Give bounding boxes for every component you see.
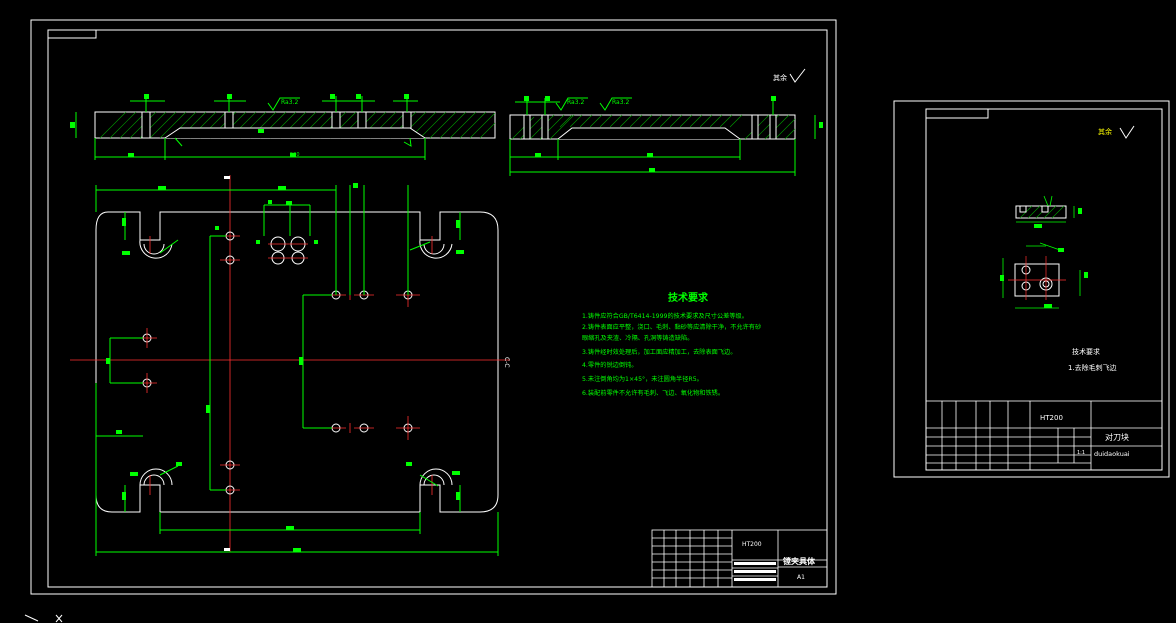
tech-note-5: 4.零件的锐边倒钝。	[582, 361, 637, 369]
small-scale: 1:1	[1077, 450, 1085, 456]
tech-note-4: 3.铸件经时效处理后，加工面应精加工，去除表面飞边。	[582, 348, 736, 356]
plan-hole-crosses	[137, 235, 420, 491]
main-material: HT200	[742, 541, 762, 548]
plan-dimension-lines	[95, 185, 499, 556]
small-material: HT200	[1040, 414, 1063, 422]
plan-view: C-C	[70, 175, 510, 556]
small-surface-label: 其余	[1098, 127, 1112, 136]
small-tech-note: 1.去除毛刺飞边	[1068, 363, 1117, 372]
section-mark-cc: C-C	[503, 357, 510, 368]
roughness-symbol-1	[267, 97, 300, 111]
roughness-label-1: Ra3.2	[281, 99, 298, 106]
plan-outline	[95, 211, 499, 513]
roughness-symbol-3	[403, 137, 412, 147]
section-side-holes	[523, 114, 777, 140]
main-scale: A1	[797, 574, 805, 581]
tech-note-1: 1.铸件应符合GB/T6414-1999的技术要求及尺寸公差等级。	[582, 312, 748, 320]
roughness-label-2: Ra3.2	[567, 99, 584, 106]
main-sheet-inner-frame	[47, 29, 828, 588]
small-sheet: 其余	[893, 100, 1170, 478]
section-view-side: Ra3.2 Ra3.2	[509, 96, 823, 176]
tech-note-3: 眼缩孔及夹渣、冷隔、孔洞等铸造缺陷。	[582, 334, 693, 342]
small-finish-check-icon	[1119, 125, 1135, 139]
tech-title: 技术要求	[668, 291, 709, 304]
ucs-icon	[24, 614, 63, 623]
section-side-hatch	[511, 114, 796, 140]
main-sheet: 其余	[30, 19, 837, 595]
surface-finish-mark: 其余	[773, 68, 806, 83]
main-part-name: 镗夹具体	[783, 556, 816, 566]
small-part-code: duidaokuai	[1094, 450, 1130, 458]
section-view-front: Ra3.2 500	[70, 94, 496, 160]
roughness-label-3: Ra3.2	[612, 99, 629, 106]
main-sheet-code-box	[47, 29, 97, 39]
small-sheet-border	[893, 100, 1170, 478]
section-front-dim-boxes	[70, 94, 409, 157]
main-sheet-border	[30, 19, 837, 595]
plan-white-markers	[224, 176, 230, 551]
section-side-recess	[557, 127, 741, 140]
tech-note-2: 2.铸件表面应平整，浇口、毛刺、黏砂等应清除干净，不允许有砂	[582, 323, 761, 331]
tech-note-6: 5.未注倒角均为1×45°，未注圆角半径R5。	[582, 375, 703, 383]
small-part-name: 对刀块	[1105, 432, 1129, 442]
section-side-dim-boxes	[524, 96, 823, 172]
surface-finish-label: 其余	[773, 73, 787, 82]
small-title-block	[925, 400, 1163, 471]
small-sheet-code-box	[925, 108, 989, 119]
main-title-block	[651, 529, 828, 588]
small-plan-view	[1000, 242, 1088, 309]
plan-holes	[142, 231, 413, 495]
dim-length-a: 500	[290, 152, 300, 158]
plan-centerlines	[70, 175, 510, 552]
main-title-block-fills	[734, 562, 776, 581]
roughness-symbol-5	[599, 97, 632, 111]
section-front-recess	[164, 127, 426, 139]
plan-corner-slots	[139, 239, 453, 486]
small-tech-title: 技术要求	[1072, 347, 1100, 356]
tech-note-7: 6.装配前零件不允许有毛刺、飞边、氧化物和铁锈。	[582, 389, 724, 397]
tech-requirements: 技术要求 1.铸件应符合GB/T6414-1999的技术要求及尺寸公差等级。 2…	[582, 291, 761, 397]
roughness-symbol-2	[174, 137, 183, 147]
small-side-view	[1015, 195, 1082, 228]
plan-dim-boxes	[106, 183, 464, 552]
roughness-symbol-4	[555, 97, 588, 111]
section-front-hatch	[99, 111, 496, 139]
finish-check-icon	[789, 68, 806, 83]
